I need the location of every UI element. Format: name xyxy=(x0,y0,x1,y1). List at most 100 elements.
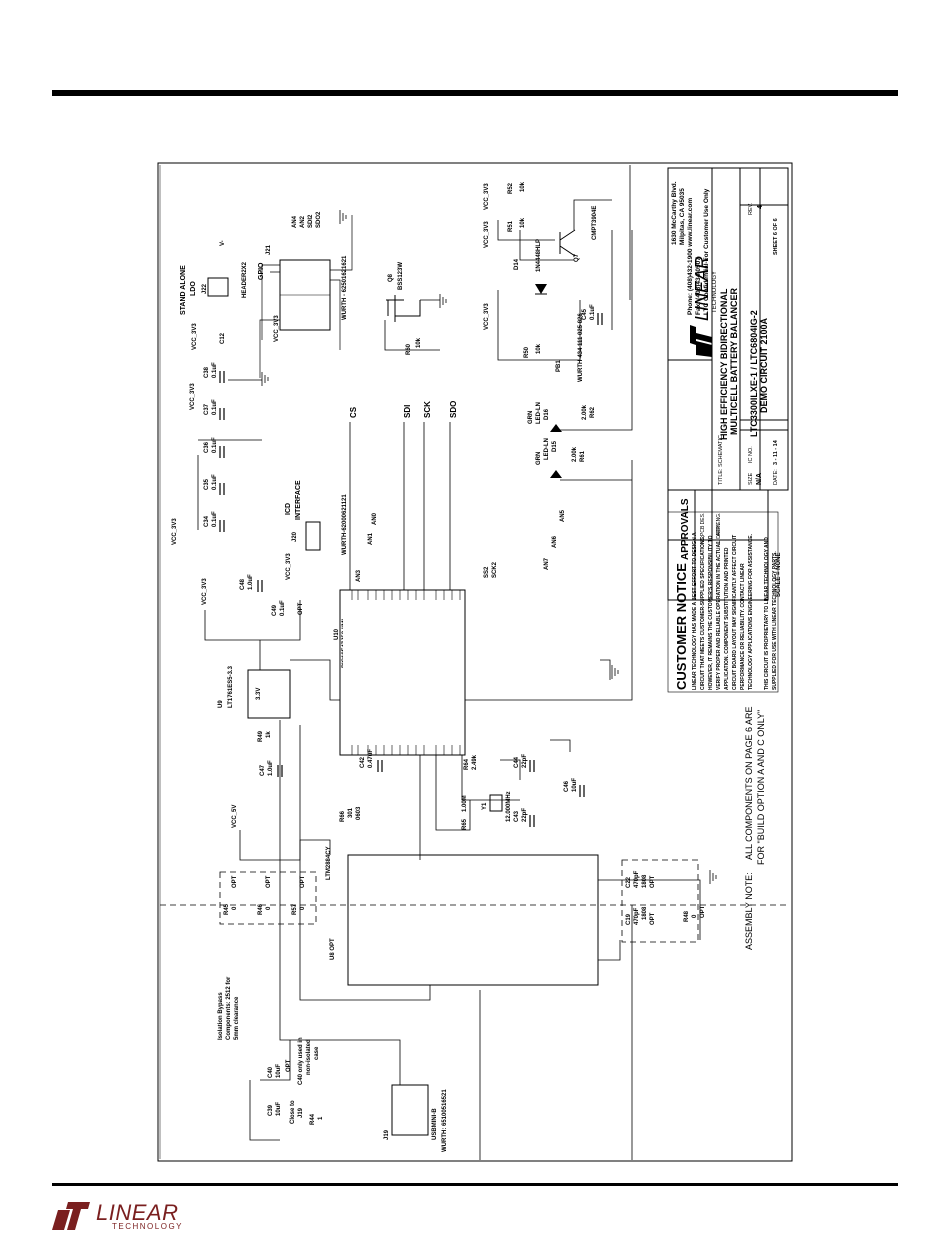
net-sdi2: SDI2 xyxy=(308,214,314,228)
demo-circuit: DEMO CIRCUIT 2100A xyxy=(759,317,769,413)
res-r52-val: 10k xyxy=(520,181,526,192)
cap-c44-ref: C44 xyxy=(514,756,520,768)
title-logo-sub: TECHNOLOGY xyxy=(712,271,718,313)
cap-c44-val: 22pF xyxy=(522,754,528,768)
res-r48-val: 0 xyxy=(692,914,698,918)
address-line-2: Milpitas, CA 95035 xyxy=(679,188,686,245)
cap-c35-ref: C35 xyxy=(204,478,210,490)
opt-c22: OPT xyxy=(650,875,656,888)
res-r51-val: 10k xyxy=(520,217,526,228)
res-r57-ref: R57 xyxy=(292,903,298,915)
cap-c36-val: 0.1uF xyxy=(212,437,218,453)
cap-c36-ref: C36 xyxy=(204,441,210,453)
cap-c43-ref: C43 xyxy=(514,810,520,822)
cap-c37-val: 0.1uF xyxy=(212,399,218,415)
res-r65: R65 xyxy=(462,818,468,830)
cap-c46-val: 10uF xyxy=(572,778,578,792)
signal-cs: CS xyxy=(349,406,358,418)
signal-labels: CS SDI SCK SDO xyxy=(349,401,458,418)
c40-note-3: case xyxy=(314,1046,320,1060)
wiring xyxy=(197,165,701,1160)
u9-part: LT1761ES5-3.3 xyxy=(228,665,234,708)
net-an2: AN2 xyxy=(300,215,306,228)
gpio-label: GPIO xyxy=(258,262,265,280)
vcc-3v3-caps: VCC_3V3 xyxy=(172,518,178,545)
res-r66-val: 301 xyxy=(348,807,354,818)
res-r57-val: 0 xyxy=(300,906,306,910)
j20-ref: J20 xyxy=(292,531,298,542)
j21-wurth: WURTH - 62501621621 xyxy=(342,255,348,320)
j19-type: USBMINI-B xyxy=(432,1108,438,1140)
status-leds: GRN LED-LN D15 GRN LED-LN D16 xyxy=(528,402,562,478)
q8-mosfet: Q8 BSS123W R60 10k xyxy=(386,262,422,355)
footer-brand: LINEAR xyxy=(96,1200,179,1225)
power-labels: VCC_3V3 VCC_3V3 VCC_3V3 VCC_3V3 VCC_3V3 … xyxy=(172,183,490,828)
notice-line-8: TECHNOLOGY APPLICATIONS ENGINEERING FOR … xyxy=(748,533,754,690)
res-r49-val: 1k xyxy=(266,731,272,738)
res-r48-ref: R48 xyxy=(684,910,690,922)
cap-c47-val: 1.0uF xyxy=(268,760,274,776)
cap-c22-val: 470pF xyxy=(634,870,640,888)
pb1-ref: PB1 xyxy=(556,360,562,372)
res-r64-val: 2.49k xyxy=(472,754,478,770)
d15-type: LED-LN xyxy=(544,438,550,460)
c40-note-1: C40 only used in xyxy=(298,1037,304,1085)
net-an0: AN0 xyxy=(372,512,378,525)
bottom-rule xyxy=(52,1183,898,1186)
approvals-row2-label: APP ENG. xyxy=(716,512,722,536)
signal-sdo: SDO xyxy=(449,401,458,418)
cap-c42-val: 0.47uF xyxy=(368,749,374,768)
u9-voltage: 3.3V xyxy=(256,688,262,700)
u8-ltm2884: U8 OPT LTM2884CY xyxy=(326,846,599,986)
vcc-3v3-u10: VCC_3V3 xyxy=(202,578,208,605)
res-r46-val: 0 xyxy=(266,906,272,910)
net-an3: AN3 xyxy=(356,569,362,582)
u8-part: LTM2884CY xyxy=(326,846,332,880)
cap-c43-val: 22pF xyxy=(522,808,528,822)
approvals-heading: APPROVALS xyxy=(680,498,691,560)
notice-footer-1: THIS CIRCUIT IS PROPRIETARY TO LINEAR TE… xyxy=(764,537,770,690)
j19-usb-connector: J19 USBMINI-B WURTH: 65100516521 xyxy=(384,1084,448,1152)
opt-c40: OPT xyxy=(286,1059,292,1072)
q8-part: BSS123W xyxy=(398,262,404,290)
notice-footer-2: SUPPLIED FOR USE WITH LINEAR TECHNOLOGY … xyxy=(772,551,778,690)
c12-label: C12 xyxy=(220,332,226,344)
vcc-3v3-r52: VCC_3V3 xyxy=(484,183,490,210)
assembly-note: ASSEMBLY NOTE: ALL COMPONENTS ON PAGE 6 … xyxy=(744,706,766,950)
u10-pic-mcu: U10 PIC18F47J53-I/ML xyxy=(334,589,466,756)
icno-value: LTC3300ILXE-1 / LTC6804IG-2 xyxy=(749,310,759,437)
approvals-row2-value: J. DREW xyxy=(716,523,722,544)
v-minus-label: V- xyxy=(220,240,226,246)
address-line-3: Phone: (408)432-1900 www.linear.com xyxy=(687,198,694,315)
assembly-note-line1: ALL COMPONENTS ON PAGE 6 ARE xyxy=(744,706,754,860)
icd-label: ICD xyxy=(285,503,292,515)
net-an4: AN4 xyxy=(292,215,298,228)
notice-line-5: APPLICATION. COMPONENT SUBSTITUTION AND … xyxy=(724,547,730,690)
res-r51-ref: R51 xyxy=(508,220,514,232)
vcc-5v: VCC_5V xyxy=(232,805,238,828)
y1-crystal: Y1 12.000MHz xyxy=(482,791,512,822)
res-r45-ref: R45 xyxy=(224,903,230,915)
vcc-3v3-ldo: VCC_3V3 xyxy=(192,323,198,350)
y1-value: 12.000MHz xyxy=(506,791,512,822)
vcc-3v3-gpio: VCC_3V3 xyxy=(274,315,280,342)
ldo-label: LDO xyxy=(190,281,197,296)
net-an7: AN7 xyxy=(544,557,550,570)
vcc-3v3-icd: VCC_3V3 xyxy=(286,553,292,580)
r60-value: 10k xyxy=(416,337,422,348)
ground-symbols xyxy=(261,210,717,884)
j20-wurth: WURTH-62000621121 xyxy=(342,494,348,555)
cap-c49-ref: C49 xyxy=(272,604,278,616)
j22-part: HEADER2X2 xyxy=(242,261,248,298)
j21-gpio-header: GPIO J21 WURTH - 62501621621 xyxy=(258,215,353,378)
title-logo: LINEAR TECHNOLOGY xyxy=(690,256,718,357)
res-r52-ref: R52 xyxy=(508,182,514,194)
res-r50-ref: R50 xyxy=(524,346,530,358)
res-r64-ref: R64 xyxy=(464,758,470,770)
notice-line-3: HOWEVER, IT REMAINS THE CUSTOMER'S RESPO… xyxy=(708,535,714,690)
res-r62-ref: R62 xyxy=(590,406,596,418)
approvals-row1-label: PCB DES. xyxy=(700,513,706,536)
iso-note-3: 5mm clearance xyxy=(234,996,240,1040)
net-an5: AN5 xyxy=(560,509,566,522)
sheet-number: SHEET 6 OF 6 xyxy=(773,218,779,255)
